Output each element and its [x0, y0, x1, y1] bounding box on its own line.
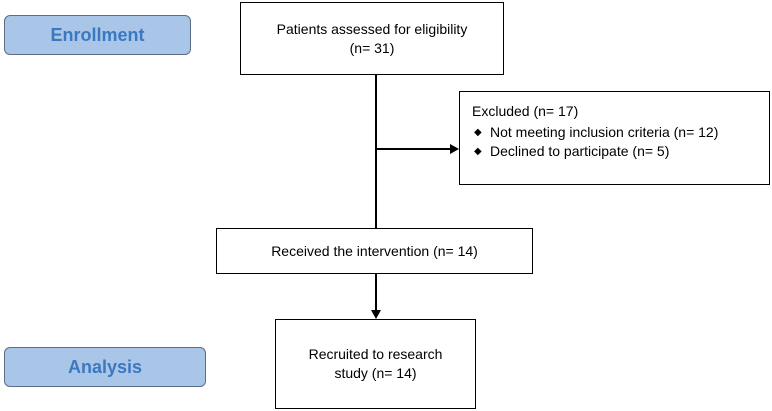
enrollment-stage-label: Enrollment [4, 15, 191, 55]
assessed-box: Patients assessed for eligibility (n= 31… [240, 2, 504, 75]
recruited-text: Recruited to research [308, 346, 443, 362]
excluded-reasons-list: ◆ Not meeting inclusion criteria (n= 12)… [460, 123, 769, 161]
assessed-count: (n= 31) [349, 39, 395, 56]
excluded-reason-item: ◆ Not meeting inclusion criteria (n= 12) [460, 123, 769, 142]
analysis-stage-label: Analysis [4, 347, 206, 387]
excluded-box: Excluded (n= 17) ◆ Not meeting inclusion… [459, 91, 770, 185]
excluded-reason-text: Not meeting inclusion criteria (n= 12) [490, 124, 719, 140]
connector-intervention-to-recruited [375, 274, 377, 310]
excluded-title: Excluded (n= 17) [472, 103, 579, 119]
excluded-reason-text: Declined to participate (n= 5) [490, 143, 670, 159]
connector-assessed-to-intervention [375, 75, 377, 228]
excluded-reason-item: ◆ Declined to participate (n= 5) [460, 142, 769, 161]
bullet-diamond-icon: ◆ [474, 127, 482, 138]
recruited-box: Recruited to research study (n= 14) [275, 319, 476, 409]
intervention-box: Received the intervention (n= 14) [216, 228, 533, 274]
recruited-count: study (n= 14) [334, 365, 417, 381]
intervention-text: Received the intervention (n= 14) [271, 242, 478, 259]
connector-to-excluded [376, 148, 450, 150]
bullet-diamond-icon: ◆ [474, 146, 482, 157]
arrow-to-recruited-icon [371, 310, 381, 319]
arrow-to-excluded-icon [450, 144, 459, 154]
assessed-text: Patients assessed for eligibility [276, 20, 468, 37]
